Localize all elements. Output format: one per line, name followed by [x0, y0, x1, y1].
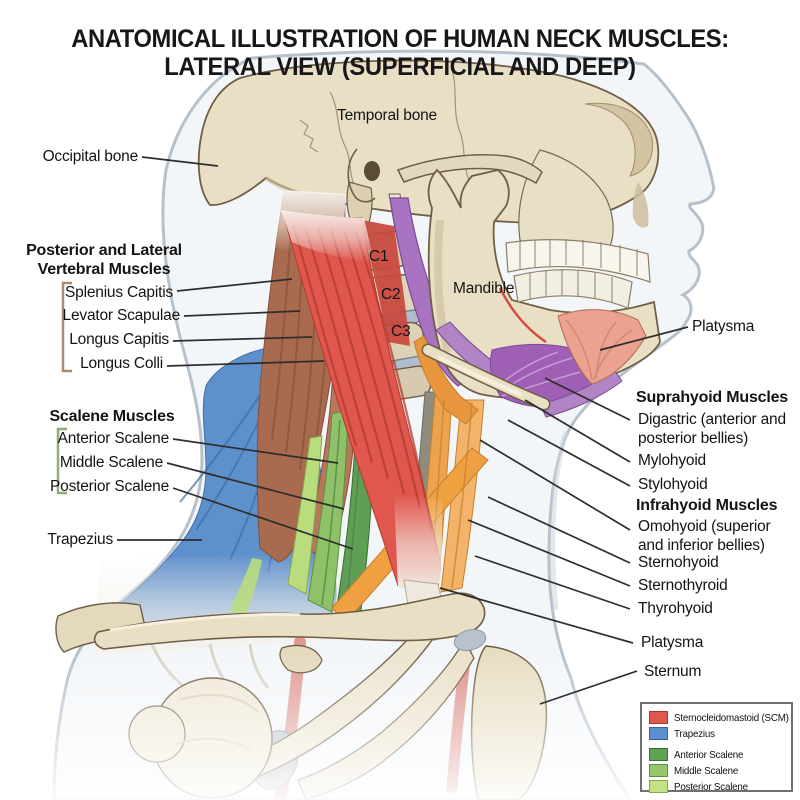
orbit — [584, 102, 654, 177]
suprahyoid-muscles — [421, 321, 623, 418]
scm-lower-tendon — [394, 494, 442, 594]
scm-upper-tendon — [281, 210, 374, 262]
leader-mylohyoid — [524, 399, 631, 463]
legend-label: Anterior Scalene — [674, 748, 744, 761]
legend-row: Trapezius — [649, 727, 791, 740]
label-mylohyoid: Mylohyoid — [638, 452, 706, 469]
scm-posterior-sliver — [362, 220, 410, 346]
digastric-anterior — [539, 369, 623, 418]
suture-line — [329, 91, 359, 193]
color-legend: Sternocleidomastoid (SCM) Trapezius Ante… — [640, 702, 793, 793]
label-longus-colli: Longus Colli — [80, 355, 163, 372]
label-mandible: Mandible — [453, 280, 515, 297]
title-line-1: ANATOMICAL ILLUSTRATION OF HUMAN NECK MU… — [71, 25, 729, 53]
trapezius-color-swatch — [649, 727, 668, 740]
middle-scalene-color-swatch — [649, 764, 668, 777]
label-longus-capitis: Longus Capitis — [69, 331, 169, 348]
label-sternohyoid: Sternohyoid — [638, 554, 719, 571]
anterior-scalene-color-swatch — [649, 748, 668, 761]
label-c3: C3 — [391, 323, 411, 340]
leader-stylohyoid — [507, 419, 631, 487]
hyoid-highlight — [438, 356, 522, 396]
teeth — [505, 239, 651, 309]
leader-longus-colli — [166, 360, 325, 367]
leader-splenius-capitis — [176, 278, 293, 292]
leader-sternohyoid — [487, 496, 631, 564]
leader-sternum — [539, 670, 638, 705]
label-sternum: Sternum — [644, 663, 702, 680]
clavicle-highlight — [109, 613, 301, 632]
scm-color-swatch — [649, 711, 668, 724]
leader-digastric — [544, 377, 631, 421]
nasal-aperture — [632, 182, 649, 228]
label-omohyoid: Omohyoid (superior and inferior bellies) — [638, 518, 771, 554]
posterior-scalene-muscle — [287, 435, 323, 595]
legend-label: Trapezius — [674, 727, 715, 740]
vertebral-bracket — [61, 281, 72, 373]
scalene-bracket — [56, 427, 67, 495]
label-sternothyroid: Sternothyroid — [638, 577, 728, 594]
leader-occipital-bone — [141, 156, 219, 167]
leader-anterior-scalene — [172, 438, 339, 464]
leader-posterior-scalene — [172, 487, 354, 550]
lambdoid-suture — [299, 119, 319, 153]
label-levator-scapulae: Levator Scapulae — [62, 307, 181, 324]
middle-scalene-muscle — [307, 409, 349, 613]
sc-joint-cartilage — [453, 628, 487, 652]
label-posterior-scalene: Posterior Scalene — [50, 478, 169, 495]
label-digastric: Digastric (anterior and posterior bellie… — [638, 411, 786, 447]
legend-label: Posterior Scalene — [674, 780, 748, 793]
label-platysma-upper: Platysma — [692, 318, 755, 335]
label-middle-scalene: Middle Scalene — [59, 454, 163, 471]
neck-front-inner-line — [550, 431, 569, 611]
legend-row: Anterior Scalene — [649, 748, 791, 761]
leader-levator-scapulae — [183, 310, 301, 317]
leader-middle-scalene — [166, 462, 345, 510]
label-trapezius: Trapezius — [47, 531, 113, 548]
label-infrahyoid-header: Infrahyoid Muscles — [636, 497, 778, 514]
label-temporal-bone: Temporal bone — [337, 107, 437, 124]
legend-row: Middle Scalene — [649, 764, 791, 777]
label-suprahyoid-header: Suprahyoid Muscles — [636, 389, 788, 406]
legend-label: Sternocleidomastoid (SCM) — [674, 711, 789, 724]
label-anterior-scalene: Anterior Scalene — [57, 430, 170, 447]
leader-platysma-lower — [439, 587, 634, 644]
posterior-scalene-color-swatch — [649, 780, 668, 793]
page-title: ANATOMICAL ILLUSTRATION OF HUMAN NECK MU… — [20, 25, 780, 81]
platysma-muscle — [557, 309, 647, 385]
posterior-scalene-lower — [230, 558, 262, 618]
legend-row: Sternocleidomastoid (SCM) — [649, 711, 791, 724]
label-platysma-lower: Platysma — [641, 634, 704, 651]
label-occipital-bone: Occipital bone — [42, 148, 139, 165]
leader-sternothyroid — [467, 519, 631, 587]
label-stylohyoid: Stylohyoid — [638, 476, 708, 493]
label-scalene-header: Scalene Muscles — [49, 408, 175, 425]
label-thyrohyoid: Thyrohyoid — [638, 600, 713, 617]
leader-lines — [117, 156, 689, 705]
facial-artery — [498, 287, 547, 343]
leader-thyrohyoid — [474, 555, 631, 610]
title-line-2: LATERAL VIEW (SUPERFICIAL AND DEEP) — [164, 53, 636, 81]
leader-longus-capitis — [172, 336, 313, 342]
legend-row: Posterior Scalene — [649, 780, 791, 793]
upper-teeth-row — [505, 239, 651, 283]
label-c2: C2 — [381, 286, 401, 303]
lower-teeth-row — [513, 269, 633, 309]
zygomatic-arch — [396, 154, 543, 185]
group-brackets — [56, 281, 72, 495]
leader-platysma-upper — [599, 326, 689, 351]
leader-omohyoid — [479, 439, 631, 531]
label-vertebral-header: Posterior and Lateral Vertebral Muscles — [26, 242, 182, 278]
legend-label: Middle Scalene — [674, 764, 739, 777]
label-splenius-capitis: Splenius Capitis — [65, 284, 173, 301]
ear-ridge — [347, 148, 376, 203]
ear-canal — [364, 161, 380, 181]
label-c1: C1 — [369, 248, 389, 265]
